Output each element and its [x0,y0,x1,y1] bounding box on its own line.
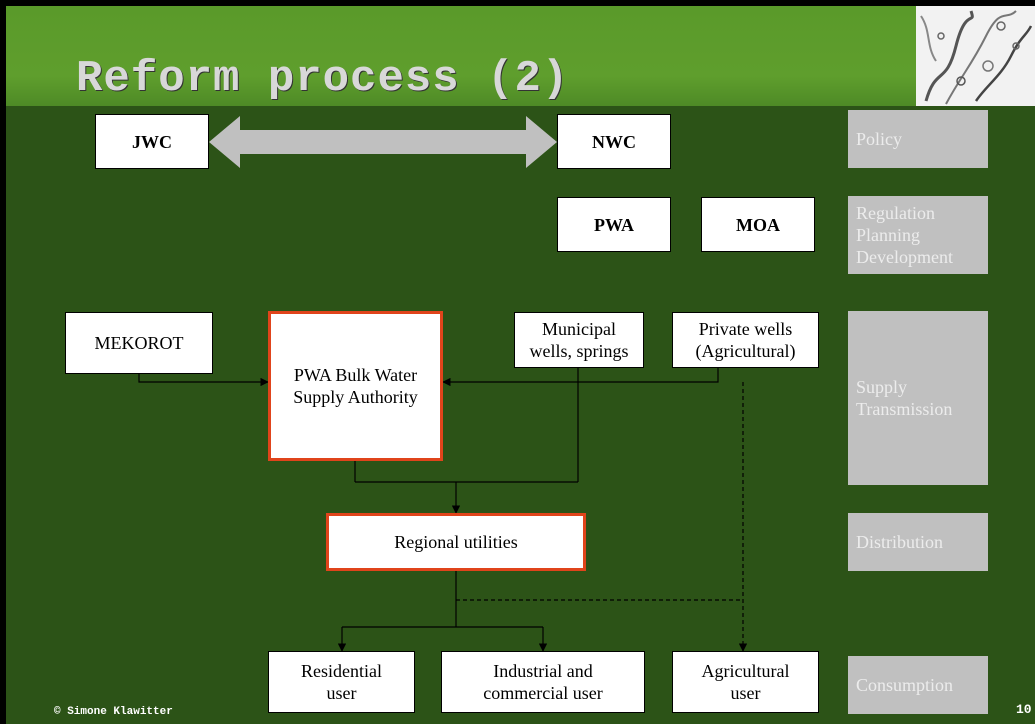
agricultural-user-box: Agricultural user [672,651,819,713]
agricultural-line2: user [730,683,761,703]
pwa-bulk-line1: PWA Bulk Water [293,365,418,385]
nwc-box: NWC [557,114,671,169]
private-line1: Private wells [698,319,793,339]
level-transmission-text: Transmission [856,399,953,419]
private-to-bulk-connector [442,368,719,387]
industrial-line1: Industrial and [493,661,593,681]
level-consumption-label: Consumption [848,656,988,714]
level-distribution-text: Distribution [856,532,944,552]
mekorot-to-bulk-connector [138,374,269,387]
jwc-box: JWC [95,114,209,169]
level-policy-label: Policy [848,110,988,168]
level-planning-text: Planning [856,225,921,245]
slide: Reform process (2) JWC NWC [6,6,1035,724]
slide-title: Reform process (2) [76,54,570,104]
footer-copyright: © Simone Klawitter [54,706,173,718]
level-supply-label: Supply Transmission [848,311,988,485]
level-distribution-label: Distribution [848,513,988,571]
page-number: 10 [1016,702,1032,717]
industrial-line2: commercial user [483,683,603,703]
level-policy-text: Policy [856,129,903,149]
jwc-nwc-double-arrow [209,116,557,168]
level-supply-text: Supply [856,377,908,397]
mekorot-box: MEKOROT [65,312,213,374]
header-band [6,6,1035,106]
level-consumption-text: Consumption [856,675,954,695]
residential-user-box: Residential user [268,651,415,713]
private-wells-box: Private wells (Agricultural) [672,312,819,368]
municipal-line1: Municipal [542,319,616,339]
pwa-bulk-water-box: PWA Bulk Water Supply Authority [268,311,443,461]
level-development-text: Development [856,247,953,267]
water-splash-image [916,6,1035,106]
level-regulation-text: Regulation [856,203,935,223]
regional-utilities-box: Regional utilities [326,513,586,571]
municipal-wells-box: Municipal wells, springs [514,312,644,368]
moa-box: MOA [701,197,815,252]
level-regulation-label: Regulation Planning Development [848,196,988,274]
residential-line2: user [326,683,357,703]
pwa-bulk-line2: Supply Authority [293,387,418,407]
private-line2: (Agricultural) [695,341,796,361]
industrial-user-box: Industrial and commercial user [441,651,645,713]
diagram-connectors [138,116,748,652]
agricultural-line1: Agricultural [701,661,790,681]
residential-line1: Residential [301,661,382,681]
municipal-line2: wells, springs [529,341,629,361]
pwa-box: PWA [557,197,671,252]
